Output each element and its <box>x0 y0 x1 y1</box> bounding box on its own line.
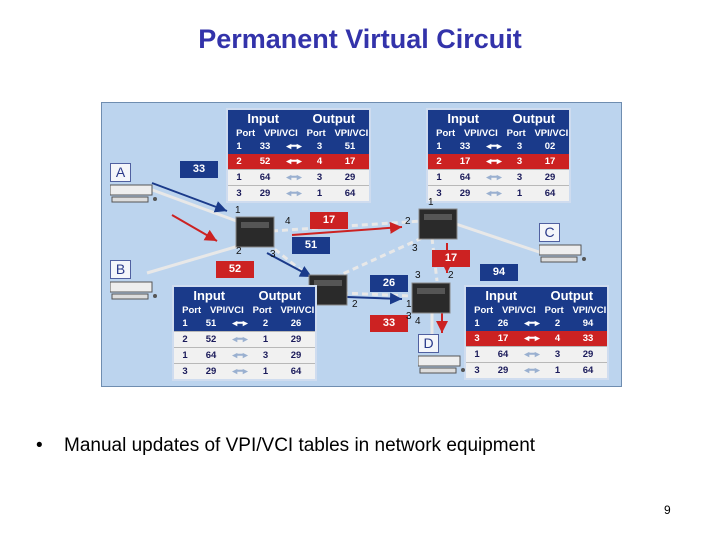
host-c: C <box>538 223 589 274</box>
bullet-text: Manual updates of VPI/VCI tables in netw… <box>64 435 536 456</box>
col-vpivci: VPI/VCI <box>263 127 298 139</box>
computer-icon <box>538 244 586 263</box>
port-label: 3 <box>406 311 412 322</box>
table-header-input: Input <box>193 288 226 303</box>
col-port: Port <box>306 127 326 139</box>
port-label: 3 <box>412 243 418 254</box>
col-port: Port <box>544 304 564 316</box>
col-port: Port <box>236 127 256 139</box>
computer-icon <box>109 281 157 300</box>
table-header-output: Output <box>550 288 594 303</box>
flow-arrow-a <box>151 182 228 213</box>
computer-icon <box>417 355 465 374</box>
flow-arrow-s1-s3 <box>266 252 313 278</box>
switch-1-icon <box>235 216 275 248</box>
link-s2-s3 <box>326 236 423 283</box>
page-number: 9 <box>664 503 671 517</box>
col-port: Port <box>474 304 494 316</box>
flow-arrow-s1-s2 <box>291 221 403 236</box>
host-d-label: D <box>418 334 439 353</box>
col-port: Port <box>436 127 456 139</box>
slide-title: Permanent Virtual Circuit <box>198 24 522 54</box>
table-header-input: Input <box>447 111 480 126</box>
host-b-label: B <box>110 260 131 279</box>
link-s2-c <box>446 219 543 255</box>
switch-4-icon <box>411 282 451 314</box>
vc-tag-51: 51 <box>292 237 330 254</box>
port-label: 2 <box>405 216 411 227</box>
col-vpivci: VPI/VCI <box>501 304 536 316</box>
vc-tag-33: 33 <box>370 315 408 332</box>
port-label: 2 <box>352 299 358 310</box>
host-a: A <box>109 163 160 214</box>
col-vpivci: VPI/VCI <box>572 304 607 316</box>
col-port: Port <box>506 127 526 139</box>
host-b: B <box>109 260 160 311</box>
col-vpivci: VPI/VCI <box>209 304 244 316</box>
col-vpivci: VPI/VCI <box>534 127 569 139</box>
flow-arrow-s3-s4 <box>346 292 403 305</box>
port-label: 1 <box>406 299 412 310</box>
port-label: 3 <box>270 249 276 260</box>
col-vpivci: VPI/VCI <box>280 304 315 316</box>
table-header-input: Input <box>247 111 280 126</box>
vc-tag-17: 17 <box>432 250 470 267</box>
bullet-item: •Manual updates of VPI/VCI tables in net… <box>36 435 536 456</box>
host-c-label: C <box>539 223 560 242</box>
vc-tag-26: 26 <box>370 275 408 292</box>
port-label: 3 <box>415 270 421 281</box>
table-header-output: Output <box>258 288 302 303</box>
host-a-label: A <box>110 163 131 182</box>
link-a-s1 <box>146 186 243 225</box>
port-label: 4 <box>285 216 291 227</box>
vc-tag-52: 52 <box>216 261 254 278</box>
link-b-s1 <box>146 243 243 275</box>
table-header-output: Output <box>312 111 356 126</box>
switch-2-icon <box>418 208 458 240</box>
computer-icon <box>109 184 157 203</box>
flow-arrow-b <box>171 214 218 242</box>
vc-tag-17: 17 <box>310 212 348 229</box>
port-label: 2 <box>448 270 454 281</box>
col-vpivci: VPI/VCI <box>463 127 498 139</box>
port-label: 1 <box>235 205 241 216</box>
port-label: 2 <box>236 246 242 257</box>
col-port: Port <box>252 304 272 316</box>
port-label: 4 <box>415 316 421 327</box>
port-label: 1 <box>428 197 434 208</box>
table-header-output: Output <box>512 111 556 126</box>
table-header-input: Input <box>485 288 518 303</box>
host-d: D <box>417 334 468 385</box>
vc-tag-94: 94 <box>480 264 518 281</box>
vc-tag-33: 33 <box>180 161 218 178</box>
col-port: Port <box>182 304 202 316</box>
col-vpivci: VPI/VCI <box>334 127 369 139</box>
link-s3-s4 <box>341 291 413 298</box>
